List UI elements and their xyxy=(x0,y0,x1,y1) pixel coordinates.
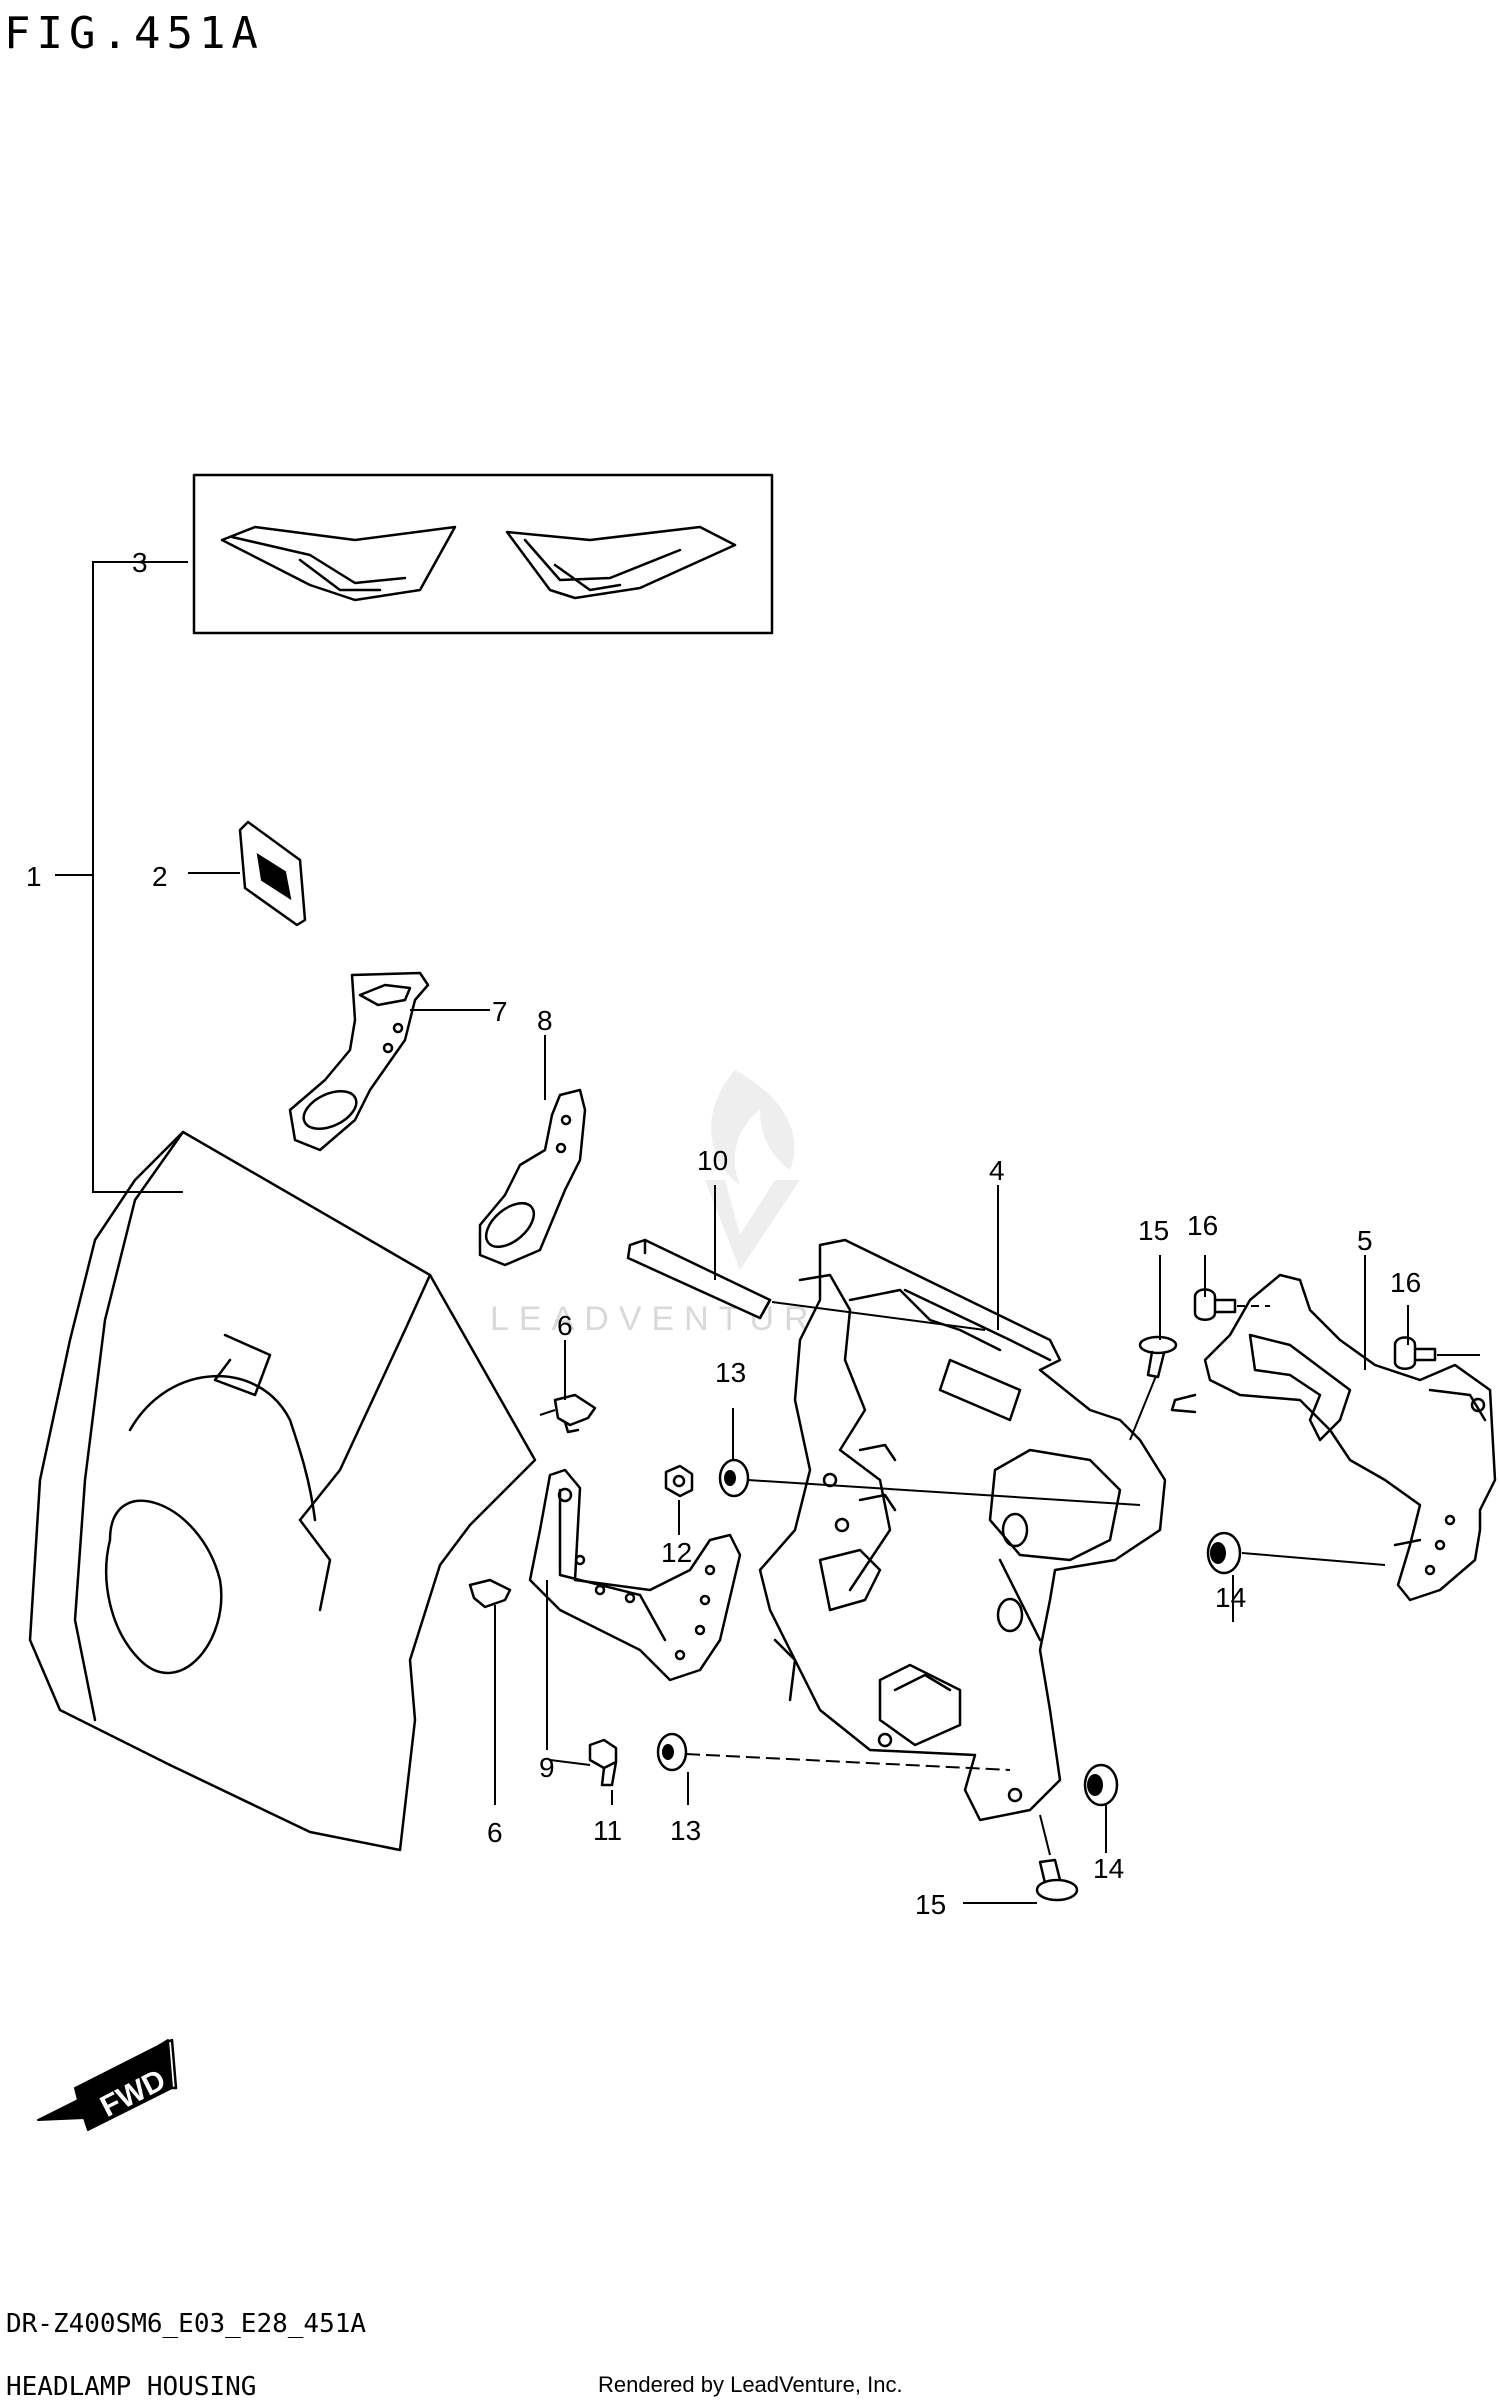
callouts: 1 2 3 4 5 6 6 7 8 9 10 11 12 13 13 14 14… xyxy=(26,547,1421,1920)
callout-15-lower: 15 xyxy=(915,1889,946,1920)
washer-part-13-upper xyxy=(718,1458,750,1498)
callout-6-upper: 6 xyxy=(557,1310,573,1341)
figure-title: FIG.451A xyxy=(4,8,264,59)
callout-13-upper: 13 xyxy=(715,1357,746,1388)
decal-set-box xyxy=(192,473,774,635)
callout-1: 1 xyxy=(26,861,42,892)
bolt-part-16-right xyxy=(1393,1336,1437,1370)
callout-9: 9 xyxy=(539,1752,555,1783)
callout-5: 5 xyxy=(1357,1225,1373,1256)
callout-13-lower: 13 xyxy=(670,1815,701,1846)
forward-direction-arrow: FWD xyxy=(37,2038,178,2131)
seal-strip xyxy=(626,1238,772,1320)
headlamp-bracket-main xyxy=(758,1238,1167,1822)
model-code: DR-Z400SM6_E03_E28_451A xyxy=(6,2309,366,2339)
callout-16-upper: 16 xyxy=(1187,1210,1218,1241)
callout-11: 11 xyxy=(593,1815,622,1846)
callout-14-upper: 14 xyxy=(1215,1582,1246,1613)
bolt-part-11 xyxy=(588,1738,618,1787)
bracket-part-7 xyxy=(288,971,430,1152)
section-name: HEADLAMP HOUSING xyxy=(6,2372,256,2402)
callout-10: 10 xyxy=(697,1145,728,1176)
right-bracket xyxy=(1170,1273,1497,1602)
callout-7: 7 xyxy=(492,996,508,1027)
bolt-part-16-upper xyxy=(1193,1288,1237,1321)
clip-part-6-upper xyxy=(553,1393,597,1434)
decal-left xyxy=(220,525,457,602)
callout-14-lower: 14 xyxy=(1093,1853,1124,1884)
nut-part-12 xyxy=(664,1464,694,1498)
assembly-lines xyxy=(539,1301,1480,1856)
callout-6-lower: 6 xyxy=(487,1817,503,1848)
washer-part-13-lower xyxy=(656,1732,688,1772)
watermark-logo xyxy=(705,1070,800,1270)
callout-15-upper: 15 xyxy=(1138,1215,1169,1246)
callout-3: 3 xyxy=(132,547,148,578)
callout-12: 12 xyxy=(661,1537,692,1568)
decal-right xyxy=(505,525,737,600)
screw-part-15-upper xyxy=(1138,1335,1178,1379)
watermark-text: LEADVENTURE xyxy=(490,1300,851,1338)
callout-8: 8 xyxy=(537,1005,553,1036)
bracket-part-8 xyxy=(478,1088,587,1267)
emblem xyxy=(238,820,307,927)
headlamp-housing-cowl xyxy=(28,1130,537,1852)
rendered-by-credit: Rendered by LeadVenture, Inc. xyxy=(598,2372,903,2397)
leader-lines xyxy=(55,561,1409,1904)
callout-4: 4 xyxy=(989,1155,1005,1186)
screw-part-15-lower xyxy=(1035,1858,1079,1902)
callout-2: 2 xyxy=(152,861,168,892)
side-bracket xyxy=(528,1468,742,1682)
callout-16-right: 16 xyxy=(1390,1267,1421,1298)
grommet-part-14-lower xyxy=(1083,1763,1119,1807)
grommet-part-14-upper xyxy=(1206,1531,1242,1575)
clip-part-6-lower xyxy=(468,1578,512,1609)
